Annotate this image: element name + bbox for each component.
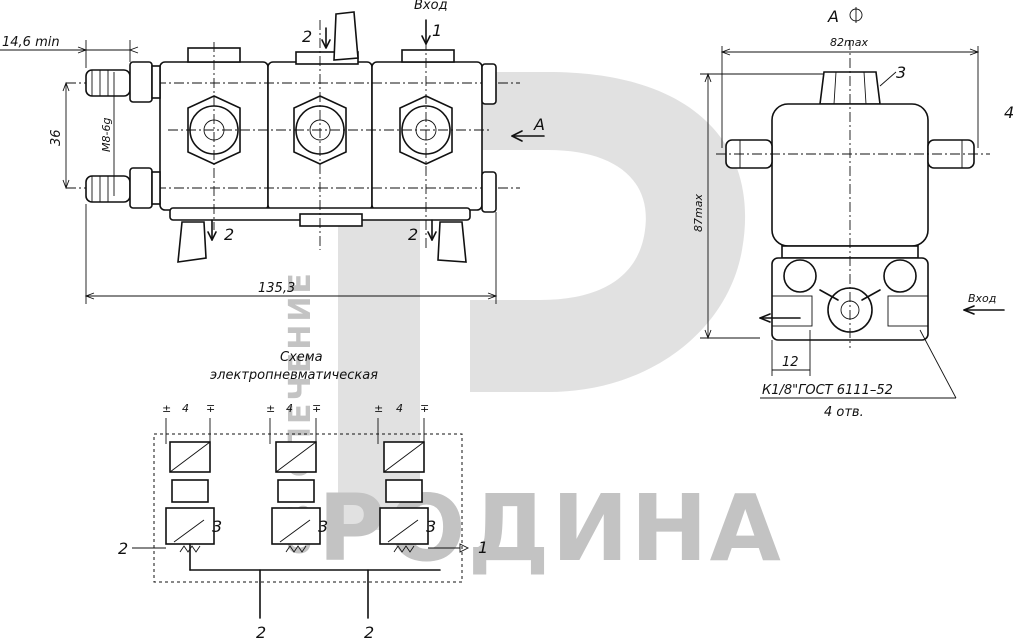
- outlet-port-bottom-2: 2: [364, 623, 374, 642]
- view-arrow-label: A: [533, 115, 545, 134]
- item-3-label: 3: [896, 63, 906, 82]
- outlet-fitting-left: [177, 221, 207, 263]
- dim-pitch: 36: [49, 129, 64, 146]
- svg-text:∓: ∓: [206, 402, 215, 415]
- svg-text:∓: ∓: [312, 402, 321, 415]
- valve-symbol-1: ± 4 ∓ 3 2: [118, 402, 222, 558]
- item-4-label: 4: [1004, 103, 1014, 122]
- port-label-inlet: 1: [432, 21, 442, 40]
- dim-thread: M8-6g: [100, 118, 113, 152]
- schematic-title-1: Схема: [280, 350, 323, 365]
- port-label-outlet-right: 2: [408, 225, 418, 244]
- dim-12: 12: [782, 355, 799, 370]
- holes-note: 4 отв.: [824, 405, 864, 420]
- stud-bottom: [85, 167, 161, 209]
- inlet-fitting: [333, 11, 359, 61]
- port-label-outlet-left: 2: [224, 225, 234, 244]
- side-view: A 82max 87max: [692, 7, 1014, 420]
- dim-height: 87max: [692, 194, 705, 232]
- outlet-fitting-right: [437, 221, 467, 263]
- schematic-title-2: электропневматическая: [210, 368, 378, 383]
- front-view: 2 1 Вход 2 2 A 14,6 min 36 M8-6g 135,3: [0, 0, 545, 304]
- valve-symbol-2: ± 4 ∓ 3: [266, 402, 328, 553]
- svg-text:3: 3: [318, 517, 328, 536]
- dim-width: 82max: [830, 36, 868, 49]
- outlet-port-bottom-1: 2: [256, 623, 266, 642]
- side-view-title: A: [827, 7, 839, 26]
- svg-text:4: 4: [396, 402, 403, 415]
- schematic: Схема электропневматическая ± 4 ∓ 3 2 ± …: [118, 350, 488, 642]
- dim-min-length: 14,6 min: [2, 35, 60, 50]
- svg-text:3: 3: [426, 517, 436, 536]
- svg-text:±: ±: [266, 402, 275, 415]
- svg-text:4: 4: [286, 402, 293, 415]
- svg-text:4: 4: [182, 402, 189, 415]
- valve-symbol-3: ± 4 ∓ 3 1: [374, 402, 488, 557]
- dim-total-length: 135,3: [258, 281, 295, 296]
- port-label-outlet-top: 2: [302, 27, 312, 46]
- svg-text:3: 3: [212, 517, 222, 536]
- svg-text:∓: ∓: [420, 402, 429, 415]
- inlet-label: Вход: [414, 0, 448, 13]
- stud-top: [85, 61, 161, 103]
- svg-text:1: 1: [478, 538, 488, 557]
- side-inlet-label: Вход: [968, 292, 996, 305]
- svg-text:2: 2: [118, 539, 128, 558]
- svg-text:±: ±: [162, 402, 171, 415]
- thread-note: К1/8"ГОСТ 6111–52: [762, 383, 893, 398]
- svg-text:±: ±: [374, 402, 383, 415]
